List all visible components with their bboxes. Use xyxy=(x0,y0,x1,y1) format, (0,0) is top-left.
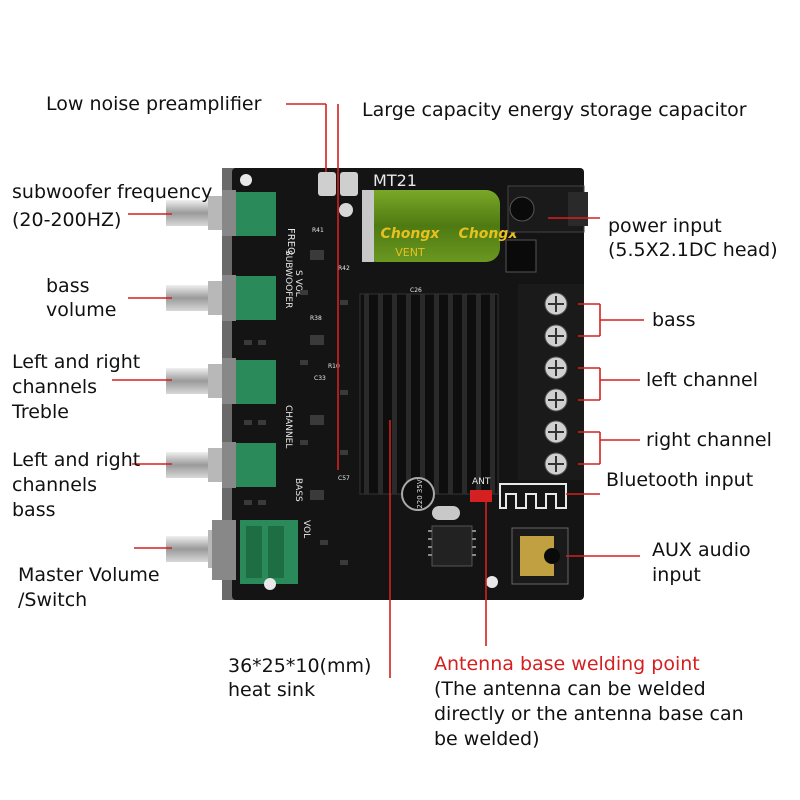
label-antenna-title: Antenna base welding point xyxy=(434,653,700,675)
knob-lr-bass xyxy=(166,442,276,488)
r38-text: R38 xyxy=(310,315,322,322)
knobs xyxy=(166,190,298,584)
ant-text: ANT xyxy=(472,477,491,487)
label-capacitor: Large capacity energy storage capacitor xyxy=(362,99,747,121)
c26-text: C26 xyxy=(410,287,422,294)
label-treble-3: Treble xyxy=(12,401,69,423)
energy-storage-capacitor: Chongx VENT Chongx xyxy=(362,190,518,262)
label-treble-2: channels xyxy=(12,376,98,398)
bluetooth-antenna-trace xyxy=(499,483,567,509)
label-antenna-3: be welded) xyxy=(434,728,540,750)
crystal xyxy=(432,506,460,520)
small-capacitor-220: 220 35V xyxy=(401,477,435,511)
cap-brand-text: Chongx xyxy=(381,226,441,242)
r41-text: R41 xyxy=(312,227,324,234)
label-bass-vol-2: volume xyxy=(46,299,117,321)
channel-text: CHANNEL xyxy=(283,405,293,448)
knob-subwoofer-frequency xyxy=(166,190,276,236)
freq-text: FREQ xyxy=(285,228,296,255)
s-vol-text: S VOL xyxy=(293,270,303,297)
label-power-2: (5.5X2.1DC head) xyxy=(608,239,778,261)
bass-text: BASS xyxy=(293,478,303,502)
label-left-channel: left channel xyxy=(646,369,758,391)
c57-text: C57 xyxy=(338,475,350,482)
cap-brand-text-2: Chongx xyxy=(459,226,519,242)
label-lr-bass-3: bass xyxy=(12,499,56,521)
r10-text: R10 xyxy=(328,363,340,370)
label-master-2: /Switch xyxy=(18,589,88,611)
label-bluetooth: Bluetooth input xyxy=(606,469,754,491)
board-model-text: MT21 xyxy=(373,171,417,190)
small-cap-text: 220 35V xyxy=(416,479,424,508)
subwoofer-text: SUBWOOFER xyxy=(283,250,293,308)
smd-components xyxy=(244,250,348,565)
bluetooth-ic xyxy=(428,525,476,567)
label-bass-vol-1: bass xyxy=(46,275,90,297)
small-caps-top xyxy=(318,172,358,217)
label-power-1: power input xyxy=(608,215,722,237)
label-right-channel: right channel xyxy=(646,429,772,451)
knob-master-volume xyxy=(166,520,298,584)
label-aux-1: AUX audio xyxy=(652,539,751,561)
label-lr-bass-2: channels xyxy=(12,474,98,496)
label-heatsink-1: 36*25*10(mm) xyxy=(228,655,372,677)
aux-jack xyxy=(511,527,569,585)
speaker-terminals xyxy=(518,284,584,480)
label-sub-freq-1: subwoofer frequency xyxy=(12,181,213,203)
label-sub-freq-2: (20-200HZ) xyxy=(12,209,122,231)
label-heatsink-2: heat sink xyxy=(228,679,316,701)
power-jack: C26 xyxy=(410,185,588,294)
label-antenna-2: directly or the antenna base can xyxy=(434,703,744,725)
label-antenna-1: (The antenna can be welded xyxy=(434,678,706,700)
r42-text: R42 xyxy=(338,265,350,272)
label-master-1: Master Volume xyxy=(18,564,160,586)
cap-vent-text: VENT xyxy=(395,246,425,259)
knob-treble xyxy=(166,358,276,404)
label-preamp: Low noise preamplifier xyxy=(46,93,262,115)
label-treble-1: Left and right xyxy=(12,351,141,373)
mounting-holes xyxy=(240,174,498,590)
vol-text: VOL xyxy=(301,520,311,538)
label-bass-out: bass xyxy=(652,309,696,331)
antenna-pad xyxy=(470,490,492,502)
c33-text: C33 xyxy=(314,375,326,382)
knob-bass-volume xyxy=(166,275,276,321)
leader-lines xyxy=(112,103,644,678)
label-aux-2: input xyxy=(652,564,701,586)
label-lr-bass-1: Left and right xyxy=(12,449,141,471)
heat-sink xyxy=(359,293,499,495)
